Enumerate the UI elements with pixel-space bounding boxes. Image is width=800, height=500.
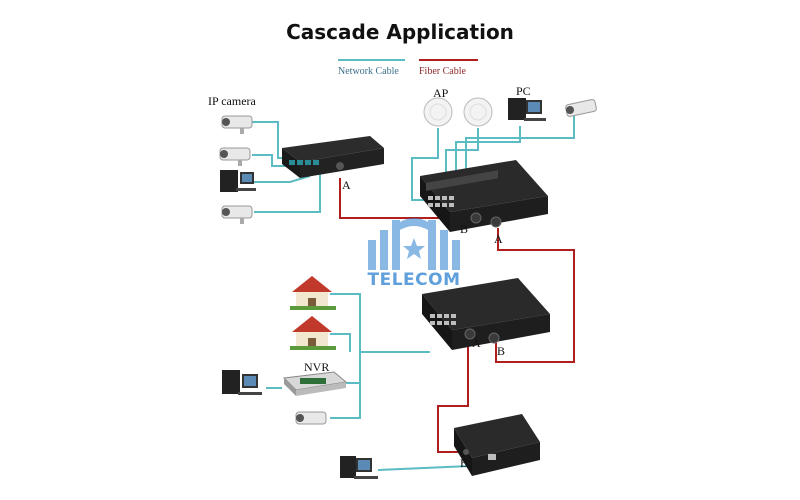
- port-label-b: B: [460, 222, 469, 236]
- ip-camera-3: [221, 205, 253, 224]
- pc-bottom-left: [222, 370, 262, 395]
- port-label-b: B: [460, 456, 469, 470]
- telecom-logo: TELECOM: [358, 212, 470, 292]
- network-cable: [330, 333, 351, 352]
- network-cable: [254, 172, 321, 213]
- logo-text: TELECOM: [367, 270, 461, 290]
- network-cable: [465, 110, 575, 190]
- nvr-device: [282, 371, 348, 396]
- network-cable: [455, 126, 521, 190]
- network-cable: [330, 383, 361, 419]
- port-label-a: A: [342, 178, 351, 192]
- legend-network-label: Network Cable: [338, 66, 399, 77]
- pc-label: PC: [516, 84, 531, 98]
- pc-bottom: [340, 456, 378, 479]
- house-1: [290, 276, 336, 310]
- ap-1: [423, 97, 453, 127]
- diagram-title: Cascade Application: [286, 20, 514, 44]
- legend-fiber-label: Fiber Cable: [419, 66, 466, 77]
- port-label-b: B: [497, 344, 506, 358]
- ip-camera-label: IP camera: [208, 94, 256, 108]
- house-2: [290, 316, 336, 350]
- ip-camera-2: [219, 147, 251, 166]
- network-cable: [254, 175, 311, 183]
- pc-top: [508, 98, 546, 121]
- switch-1: [282, 136, 384, 178]
- nvr-label: NVR: [304, 360, 330, 374]
- switch-2: [420, 160, 548, 232]
- pc-left: [220, 170, 256, 192]
- network-cables: [252, 110, 575, 471]
- network-cable: [411, 128, 439, 201]
- media-converter: [454, 414, 540, 476]
- ip-camera-1: [221, 115, 253, 134]
- switch-3: [422, 278, 550, 350]
- fiber-cable: [495, 228, 575, 363]
- ap-2: [463, 97, 493, 127]
- fiber-cable: [437, 342, 469, 453]
- ip-camera-bottom: [295, 411, 327, 425]
- port-label-a: A: [472, 336, 481, 350]
- logo-mark: [368, 218, 460, 270]
- network-cable: [330, 293, 430, 353]
- port-label-a: A: [494, 232, 503, 246]
- ip-camera-top: [565, 99, 597, 117]
- ap-label: AP: [433, 86, 449, 100]
